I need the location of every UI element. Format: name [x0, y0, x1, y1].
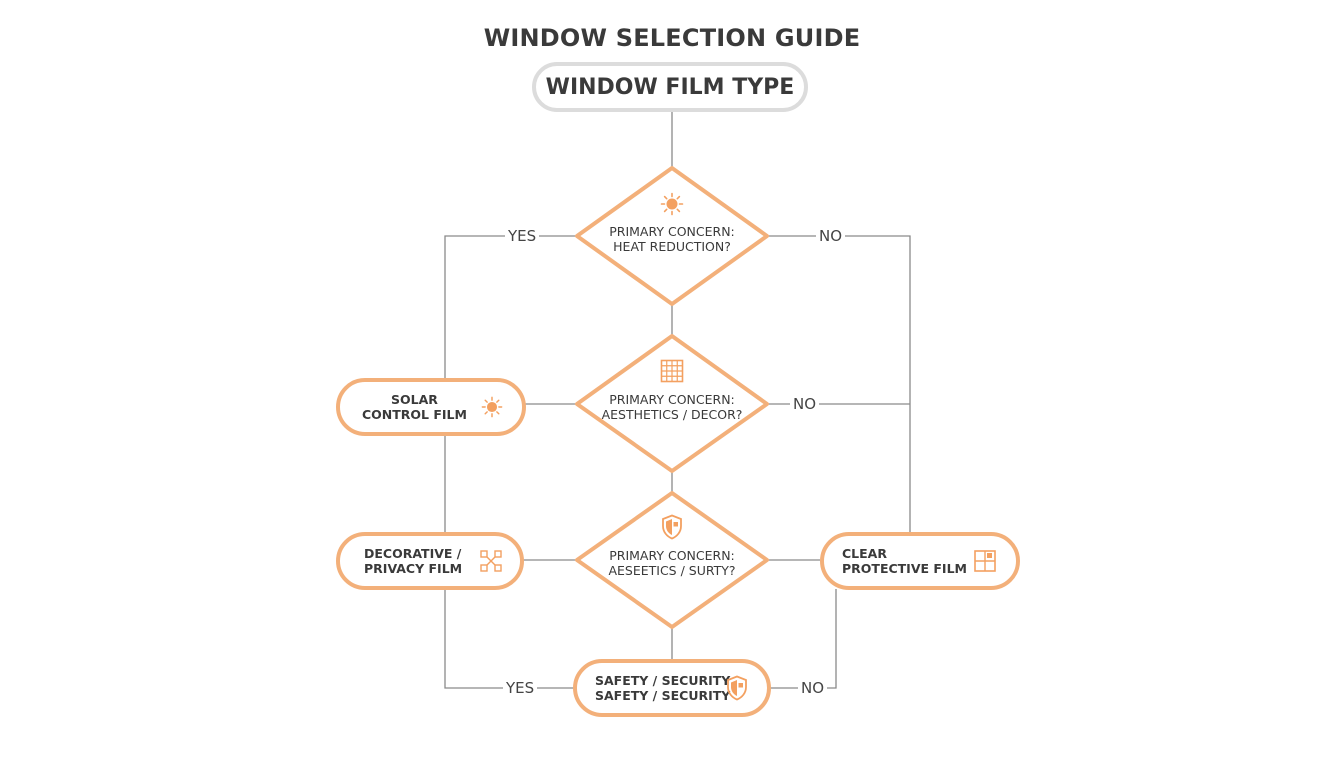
connector-d1-yes — [444, 235, 577, 380]
edge-label-d1-yes: YES — [505, 227, 540, 245]
sun-icon — [660, 192, 684, 216]
decorative-line1: DECORATIVE / — [364, 546, 462, 561]
decision-diamond-1 — [575, 166, 769, 306]
root-node-label: WINDOW FILM TYPE — [545, 74, 795, 100]
grid-pattern-icon — [660, 359, 684, 383]
decision-diamond-3 — [575, 491, 769, 629]
decision-1-line1: PRIMARY CONCERN: — [609, 224, 735, 239]
connector-d1-no — [767, 235, 911, 533]
safety-line1: SAFETY / SECURITY — [595, 673, 731, 688]
outcome-decorative-privacy-film: DECORATIVE / PRIVACY FILM — [336, 532, 524, 590]
connector-bottom-no — [770, 589, 837, 689]
decision-1-text: PRIMARY CONCERN: HEAT REDUCTION? — [582, 224, 762, 254]
edge-label-d2-no: NO — [790, 395, 820, 413]
connector-bottom-yes — [444, 589, 574, 689]
root-node: WINDOW FILM TYPE — [532, 62, 808, 112]
clear-line1: CLEAR — [842, 546, 887, 561]
solar-line1: SOLAR — [391, 392, 438, 407]
edge-label-bottom-no: NO — [798, 679, 828, 697]
pattern-icon — [480, 550, 502, 572]
decorative-line2: PRIVACY FILM — [364, 561, 463, 576]
decision-3-line1: PRIMARY CONCERN: — [609, 548, 735, 563]
decision-2-line1: PRIMARY CONCERN: — [609, 392, 735, 407]
clear-line2: PROTECTIVE FILM — [842, 561, 967, 576]
edge-label-bottom-yes: YES — [503, 679, 538, 697]
decision-2-line2: AESTHETICS / DECOR? — [601, 407, 743, 422]
outcome-safety-security-film: SAFETY / SECURITY SAFETY / SECURITY — [573, 659, 771, 717]
shield-icon — [727, 675, 747, 701]
safety-line2: SAFETY / SECURITY — [595, 688, 731, 703]
solar-line2: CONTROL FILM — [362, 407, 467, 422]
decision-2-text: PRIMARY CONCERN: AESTHETICS / DECOR? — [582, 392, 762, 422]
page-title: WINDOW SELECTION GUIDE — [483, 24, 861, 52]
decision-3-text: PRIMARY CONCERN: AESEETICS / SURTY? — [582, 548, 762, 578]
edge-label-d1-no: NO — [816, 227, 846, 245]
sun-icon — [481, 396, 503, 418]
shield-icon — [662, 514, 682, 540]
window-pane-icon — [974, 550, 996, 572]
decision-3-line2: AESEETICS / SURTY? — [608, 563, 736, 578]
decision-diamond-2 — [575, 334, 769, 473]
decision-1-line2: HEAT REDUCTION? — [613, 239, 731, 254]
